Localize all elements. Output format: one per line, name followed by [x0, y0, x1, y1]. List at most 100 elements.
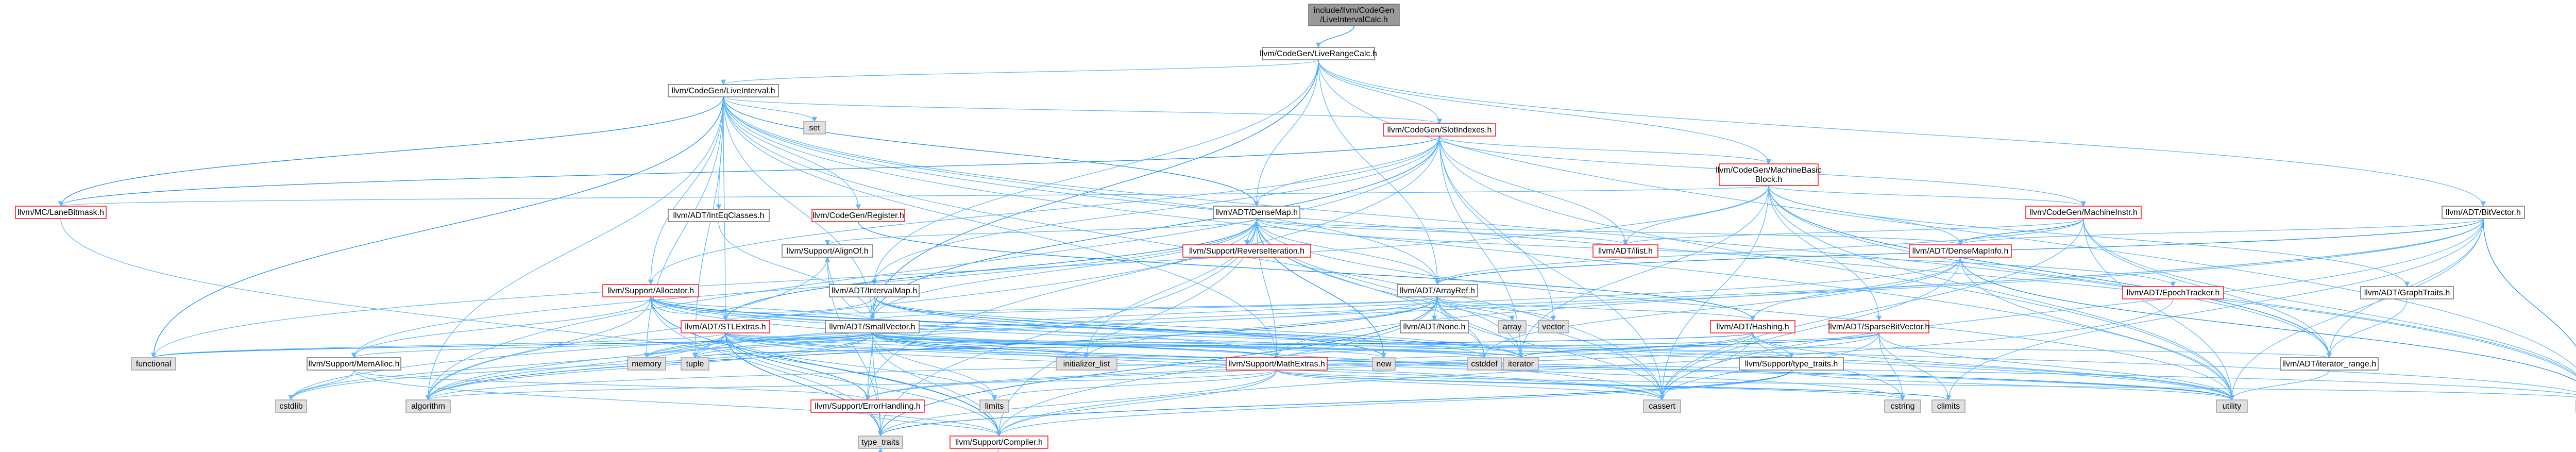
edge-densemap-to-stlextras: [722, 218, 1257, 322]
node-sparsebv[interactable]: llvm/ADT/SparseBitVector.h: [1828, 320, 1930, 333]
edge-intervalmap-to-alloc: [648, 296, 875, 313]
edge-alloc-to-memalloc: [351, 296, 651, 359]
edge-densemap-to-utility: [1256, 218, 2235, 401]
node-box: [2280, 357, 2379, 371]
node-smallvec[interactable]: llvm/ADT/SmallVector.h: [825, 320, 920, 333]
node-root[interactable]: include/llvm/CodeGen/LiveIntervalCalc.h: [1308, 4, 1400, 26]
node-mi[interactable]: llvm/CodeGen/MachineInstr.h: [2025, 206, 2142, 219]
edge-li-to-stlextras: [722, 96, 728, 322]
node-set: set: [803, 121, 826, 135]
node-mathextras[interactable]: llvm/Support/MathExtras.h: [1226, 357, 1328, 371]
edge-li-to-lanebm: [58, 96, 724, 207]
node-box: [1182, 244, 1311, 258]
node-label: llvm/CodeGen/LiveInterval.h: [672, 87, 775, 95]
edge-stlextras-to-iterrange: [725, 332, 2331, 359]
node-utility: utility: [2216, 399, 2248, 413]
node-box: [1909, 244, 2012, 258]
edge-bitvec-to-algorithm: [426, 218, 2484, 401]
node-label: llvm/ADT/STLExtras.h: [685, 323, 766, 331]
node-label: llvm/Support/AlignOf.h: [786, 247, 868, 256]
edge-mi-to-cstdint: [2083, 218, 2576, 374]
node-hashing[interactable]: llvm/ADT/Hashing.h: [1710, 320, 1795, 333]
node-lrc[interactable]: llvm/CodeGen/LiveRangeCalc.h: [1260, 47, 1377, 60]
edge-memalloc-to-errhandling: [353, 370, 870, 401]
edge-alloc-to-algorithm: [425, 296, 651, 401]
node-graphtraits[interactable]: llvm/ADT/GraphTraits.h: [2360, 286, 2454, 299]
edge-smallvec-to-memalloc: [351, 332, 873, 359]
node-errhandling[interactable]: llvm/Support/ErrorHandling.h: [810, 399, 925, 413]
node-arrayref[interactable]: llvm/ADT/ArrayRef.h: [1397, 284, 1478, 297]
node-intervalmap[interactable]: llvm/ADT/IntervalMap.h: [829, 284, 920, 297]
edge-si-to-iterator: [1439, 136, 1524, 359]
node-typetraits_sys: type_traits: [858, 436, 903, 449]
node-label: llvm/ADT/DenseMap.h: [1215, 208, 1298, 217]
node-memalloc[interactable]: llvm/Support/MemAlloc.h: [307, 357, 401, 371]
node-functional: functional: [131, 357, 176, 371]
node-lanebm[interactable]: llvm/MC/LaneBitmask.h: [15, 206, 107, 219]
edge-mbb-to-functional: [150, 185, 1769, 359]
node-box: [668, 209, 770, 222]
node-densemap[interactable]: llvm/ADT/DenseMap.h: [1213, 206, 1300, 219]
node-intreg[interactable]: llvm/ADT/IntEqClasses.h: [668, 209, 770, 222]
node-box: [1262, 47, 1375, 60]
edge-mbb-to-lanebm: [59, 185, 1769, 207]
node-label: llvm/CodeGen/Register.h: [812, 211, 904, 220]
edge-stlextras-to-functional: [151, 332, 726, 359]
node-ilist[interactable]: llvm/ADT/ilist.h: [1592, 244, 1658, 258]
edge-mi-to-utility: [2083, 218, 2235, 401]
edge-smallvec-to-limits: [872, 332, 997, 401]
node-label: functional: [136, 360, 172, 369]
node-box: [2216, 399, 2248, 413]
edge-memalloc-to-cstdlib: [288, 370, 354, 401]
node-reg[interactable]: llvm/CodeGen/Register.h: [811, 209, 905, 222]
edge-smallvec-to-compiler: [872, 332, 1002, 437]
node-li[interactable]: llvm/CodeGen/LiveInterval.h: [668, 84, 779, 97]
node-reviter[interactable]: llvm/Support/ReverseIteration.h: [1182, 244, 1311, 258]
node-limits: limits: [979, 399, 1009, 413]
node-epoch[interactable]: llvm/ADT/EpochTracker.h: [2122, 286, 2224, 299]
node-none[interactable]: llvm/ADT/None.h: [1400, 320, 1469, 333]
node-iterrange[interactable]: llvm/ADT/iterator_range.h: [2280, 357, 2379, 371]
edge-mathextras-to-cassert: [1276, 370, 1665, 401]
node-box: [979, 399, 1009, 413]
node-alloc[interactable]: llvm/Support/Allocator.h: [602, 284, 699, 297]
edge-mathextras-to-algorithm: [426, 370, 1277, 401]
node-cassert: cassert: [1643, 399, 1681, 413]
edge-arrayref-to-memory: [644, 296, 1438, 359]
node-climits: climits: [1931, 399, 1965, 413]
node-box: [811, 209, 905, 222]
node-label: /LiveIntervalCalc.h: [1320, 15, 1388, 24]
edge-si-to-vector: [1439, 136, 1556, 322]
edge-mathextras-to-limits: [991, 370, 1277, 401]
edge-arrayref-to-algorithm: [425, 296, 1438, 401]
node-label: cstddef: [1471, 360, 1498, 369]
node-label: llvm/Support/ReverseIteration.h: [1189, 247, 1304, 256]
node-densemapinfo[interactable]: llvm/ADT/DenseMapInfo.h: [1909, 244, 2012, 258]
edge-li-to-alloc: [648, 96, 724, 286]
node-alignof[interactable]: llvm/Support/AlignOf.h: [782, 244, 873, 258]
edge-typetraits-to-utility: [1791, 370, 2234, 401]
node-compiler[interactable]: llvm/Support/Compiler.h: [950, 436, 1048, 449]
node-label: cassert: [1649, 402, 1675, 411]
node-box: [1503, 357, 1539, 371]
node-typetraits[interactable]: llvm/Support/type_traits.h: [1739, 357, 1844, 371]
edge-lrc-to-li: [721, 59, 1319, 86]
node-array: array: [1498, 320, 1527, 333]
node-label: llvm/ADT/SmallVector.h: [829, 323, 915, 331]
edge-mbb-to-ilist: [1622, 185, 1769, 246]
node-bitvec[interactable]: llvm/ADT/BitVector.h: [2442, 206, 2525, 219]
edge-li-to-si: [723, 96, 1442, 125]
edge-si-to-mbb: [1439, 136, 1771, 165]
node-layer: include/llvm/CodeGen/LiveIntervalCalc.h l…: [15, 4, 2576, 449]
node-label: llvm/Support/MathExtras.h: [1228, 360, 1325, 369]
edge-alloc-to-alignof: [650, 256, 831, 314]
edge-smallvec-to-cstddef: [872, 332, 1487, 359]
node-stlextras[interactable]: llvm/ADT/STLExtras.h: [681, 320, 770, 333]
node-box: [1931, 399, 1965, 413]
edge-densemap-to-memalloc: [351, 218, 1257, 359]
node-si[interactable]: llvm/CodeGen/SlotIndexes.h: [1383, 123, 1496, 137]
edge-lrc-to-bitvec: [1318, 59, 2486, 207]
node-label: llvm/CodeGen/LiveRangeCalc.h: [1260, 49, 1377, 58]
node-box: [2360, 286, 2454, 299]
